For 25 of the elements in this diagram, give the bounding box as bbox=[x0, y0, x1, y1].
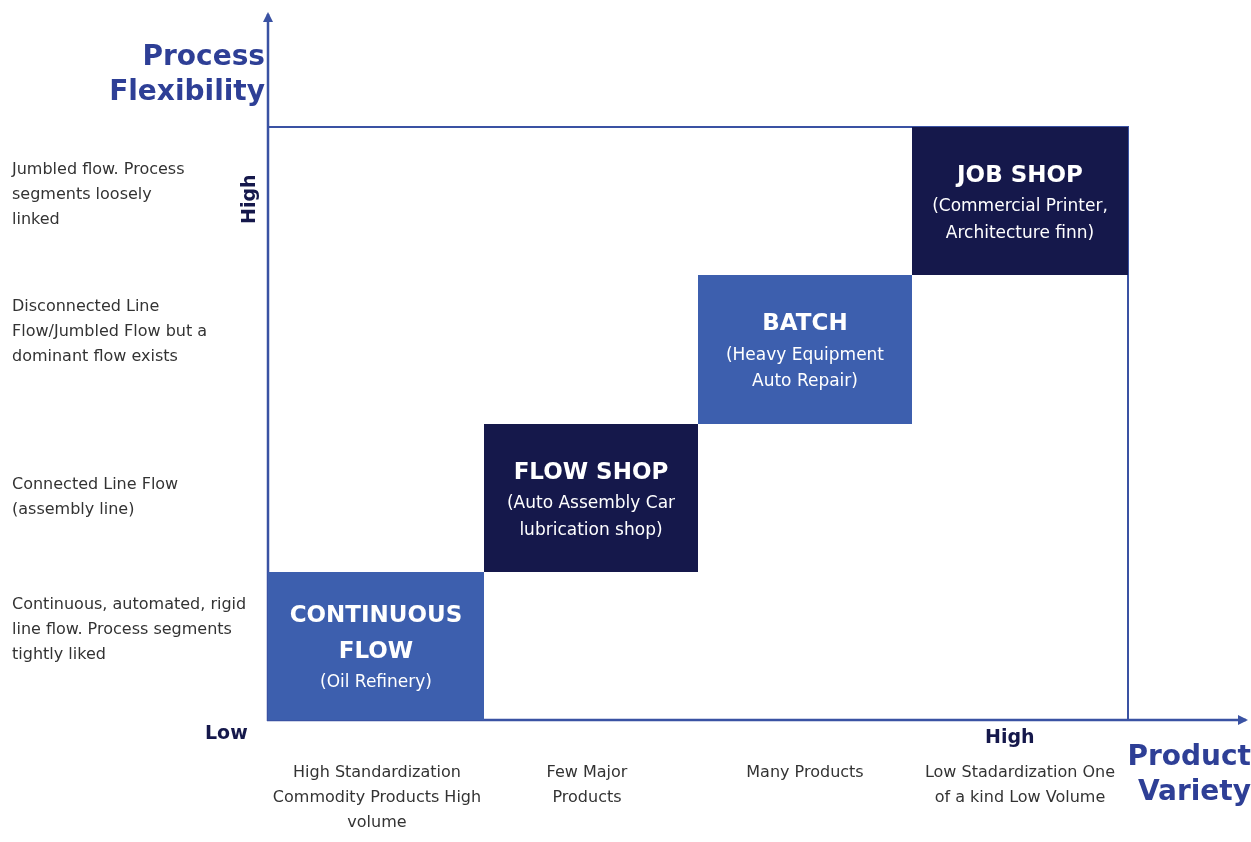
process-type-box bbox=[268, 572, 484, 720]
process-type-box bbox=[912, 127, 1128, 275]
axis-tick-label: High bbox=[236, 173, 260, 224]
axis-note: Few Major Products bbox=[545, 761, 629, 808]
process-example-text: (Auto Assembly Car lubrication shop) bbox=[505, 491, 677, 541]
process-type-heading: CONTINUOUS FLOW bbox=[288, 600, 464, 665]
axis-note: Connected Line Flow (assembly line) bbox=[12, 473, 180, 520]
process-type-heading: JOB SHOP bbox=[957, 159, 1083, 189]
process-type-heading: FLOW SHOP bbox=[513, 456, 669, 486]
process-example-text: (Heavy Equipment Auto Repair) bbox=[724, 342, 886, 393]
process-example-text: (Oil Refinery) bbox=[320, 670, 432, 694]
axis-note: Continuous, automated, rigid line flow. Process segments tightly liked bbox=[12, 593, 248, 665]
process-type-box bbox=[698, 275, 912, 424]
axis-title: Process Flexibility bbox=[108, 38, 265, 108]
axis-note: Low Stadardization One of a kind Low Volume bbox=[923, 761, 1117, 808]
axis-title: Product Variety bbox=[1126, 738, 1251, 808]
axis-tick-label: High bbox=[985, 724, 1036, 749]
process-type-heading: BATCH bbox=[762, 308, 848, 338]
axis-note: Disconnected Line Flow/Jumbled Flow but a dominant flow exists bbox=[12, 295, 209, 367]
axis-note: Jumbled flow. Process segments loosely linked bbox=[12, 158, 186, 230]
axis-note: Many Products bbox=[745, 761, 865, 783]
axis-tick-label: Low bbox=[205, 720, 249, 745]
axis-note: High Standardization Commodity Products High volume bbox=[271, 761, 483, 833]
process-example-text: (Commercial Printer, Architecture finn) bbox=[931, 194, 1109, 244]
process-type-box bbox=[484, 424, 698, 572]
